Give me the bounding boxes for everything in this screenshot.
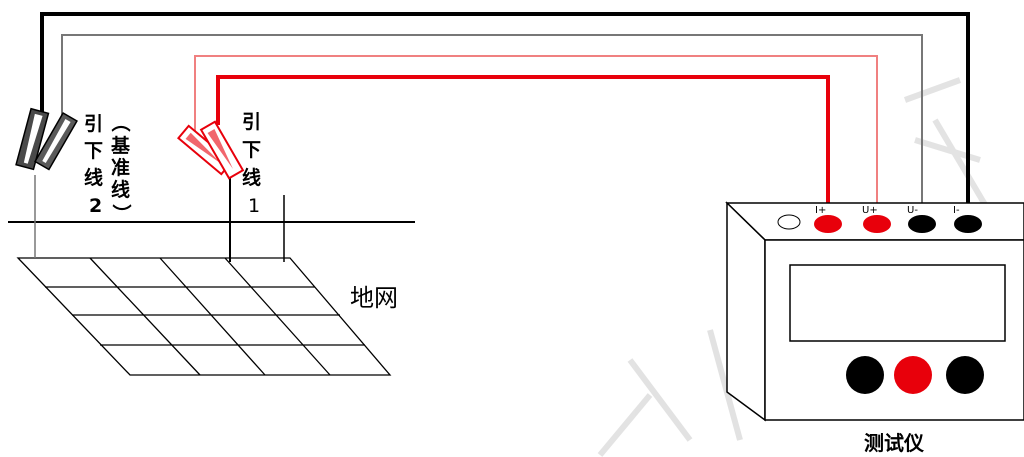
- device-button-right: [946, 356, 984, 394]
- lead-1-label: 引 下 线 1: [242, 111, 261, 217]
- terminal-label-i-minus: I-: [953, 205, 960, 216]
- wires: [40, 12, 970, 222]
- svg-text:1: 1: [248, 195, 260, 217]
- tester-label: 测试仪: [864, 431, 925, 455]
- reference-line-label: （ 基 准 线 ）: [109, 113, 133, 223]
- svg-text:基: 基: [110, 134, 131, 157]
- clip-red-right: [199, 120, 245, 180]
- terminal-u-minus: [908, 215, 936, 233]
- wire-black-current: [40, 12, 970, 222]
- svg-text:下: 下: [242, 139, 261, 161]
- tester-device: I+ U+ U- I-: [725, 201, 1024, 422]
- terminal-label-u-plus: U+: [862, 205, 878, 216]
- svg-text:线: 线: [242, 166, 261, 189]
- wire-red-potential: [194, 55, 878, 222]
- wire-red-current: [216, 75, 830, 222]
- device-button-left: [846, 356, 884, 394]
- power-socket: [777, 214, 801, 230]
- lead-2-label: 引 下 线 2: [84, 113, 103, 217]
- svg-text:线: 线: [84, 166, 103, 189]
- svg-text:2: 2: [89, 195, 102, 217]
- svg-text:）: ）: [110, 204, 133, 223]
- wire-gray-potential: [61, 34, 923, 222]
- clip-black-right: [34, 111, 78, 171]
- terminal-i-minus: [954, 215, 982, 233]
- ground-grid-label: 地网: [350, 284, 398, 312]
- terminal-label-u-minus: U-: [907, 205, 918, 216]
- terminal-label-i-plus: I+: [815, 205, 826, 216]
- svg-text:引: 引: [84, 113, 103, 135]
- terminal-u-plus: [863, 215, 891, 233]
- svg-text:（: （: [109, 113, 132, 132]
- device-display: [789, 264, 1006, 342]
- svg-text:线: 线: [111, 178, 130, 201]
- svg-text:下: 下: [84, 140, 103, 162]
- ground-grid: [16, 257, 392, 376]
- device-button-center: [894, 356, 932, 394]
- svg-text:引: 引: [242, 111, 261, 133]
- terminal-i-plus: [814, 215, 842, 233]
- device-side-face: [726, 201, 766, 422]
- clip-black-left: [15, 107, 50, 171]
- svg-text:准: 准: [111, 157, 130, 179]
